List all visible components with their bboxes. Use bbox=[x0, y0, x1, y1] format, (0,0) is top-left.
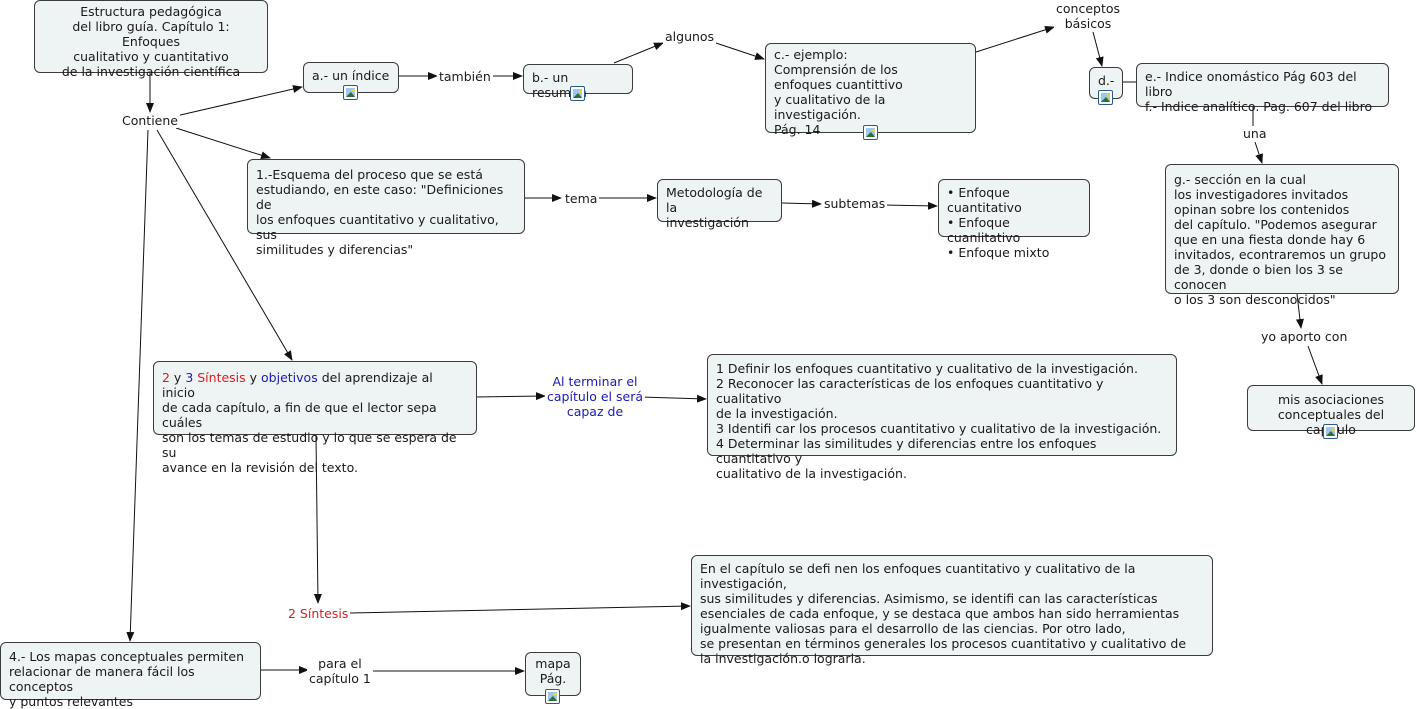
concept-enfoques-lista[interactable]: Enfoque cuantitativo Enfoque cuanlitativ… bbox=[938, 179, 1090, 260]
link-yo-aporto: yo aporto con bbox=[1259, 329, 1350, 344]
link-tema: tema bbox=[563, 191, 600, 206]
concept-ejemplo[interactable]: c.- ejemplo: Comprensión de los enfoques… bbox=[765, 43, 976, 137]
link-al-terminar: Al terminar el capítulo el será capaz de bbox=[545, 374, 645, 419]
sintesis-objetivos-text: del aprendizaje al inicio de cada capítu… bbox=[162, 370, 457, 475]
word-objetivos: objetivos bbox=[261, 370, 318, 385]
concept-objetivos-lista[interactable]: 1 Definir los enfoques cuantitativo y cu… bbox=[707, 354, 1177, 481]
concept-mapas-conceptuales[interactable]: 4.- Los mapas conceptuales permiten rela… bbox=[0, 642, 261, 709]
concept-sintesis-texto[interactable]: En el capítulo se defi nen los enfoques … bbox=[691, 555, 1213, 666]
concept-indices[interactable]: e.- Indice onomástico Pág 603 del libro … bbox=[1136, 63, 1389, 114]
concept-sintesis-objetivos[interactable]: 2 y 3 Síntesis y objetivos del aprendiza… bbox=[153, 361, 477, 475]
concept-un-indice[interactable]: a.- un índice bbox=[303, 62, 399, 93]
link-una: una bbox=[1241, 126, 1269, 141]
concept-esquema-proceso[interactable]: 1.-Esquema del proceso que se está estud… bbox=[247, 159, 525, 257]
image-icon[interactable] bbox=[1323, 424, 1338, 439]
image-icon[interactable] bbox=[1098, 90, 1113, 105]
concept-seccion-invitados[interactable]: g.- sección en la cual los investigadore… bbox=[1165, 164, 1399, 307]
number-3: 3 bbox=[185, 370, 194, 385]
enfoque-item: Enfoque mixto bbox=[947, 245, 1081, 260]
link-conceptos-basicos: conceptos básicos bbox=[1054, 1, 1123, 31]
link-subtemas: subtemas bbox=[822, 196, 888, 211]
concept-mis-asociaciones[interactable]: mis asociaciones conceptuales del capítu… bbox=[1247, 385, 1415, 437]
link-dos-sintesis: 2 Síntesis bbox=[286, 606, 351, 621]
concept-metodologia[interactable]: Metodología de la investigación bbox=[657, 179, 782, 230]
link-tambien: también bbox=[437, 69, 493, 84]
link-algunos: algunos bbox=[663, 29, 717, 44]
number-2: 2 bbox=[162, 370, 170, 385]
concept-mapa[interactable]: mapa Pág. 3 bbox=[525, 652, 581, 701]
image-icon[interactable] bbox=[545, 689, 560, 704]
word-sintesis: Síntesis bbox=[197, 370, 246, 385]
enfoque-item: Enfoque cuanlitativo bbox=[947, 215, 1081, 245]
link-contiene: Contiene bbox=[120, 113, 180, 128]
image-icon[interactable] bbox=[570, 86, 585, 101]
concept-estructura-pedagogica[interactable]: Estructura pedagógica del libro guía. Ca… bbox=[34, 0, 268, 79]
link-para-el-capitulo: para el capítulo 1 bbox=[307, 656, 373, 686]
connector-word: y bbox=[169, 370, 186, 385]
enfoque-item: Enfoque cuantitativo bbox=[947, 185, 1081, 215]
image-icon[interactable] bbox=[343, 85, 358, 100]
connector-word: y bbox=[245, 370, 262, 385]
image-icon[interactable] bbox=[863, 125, 878, 140]
